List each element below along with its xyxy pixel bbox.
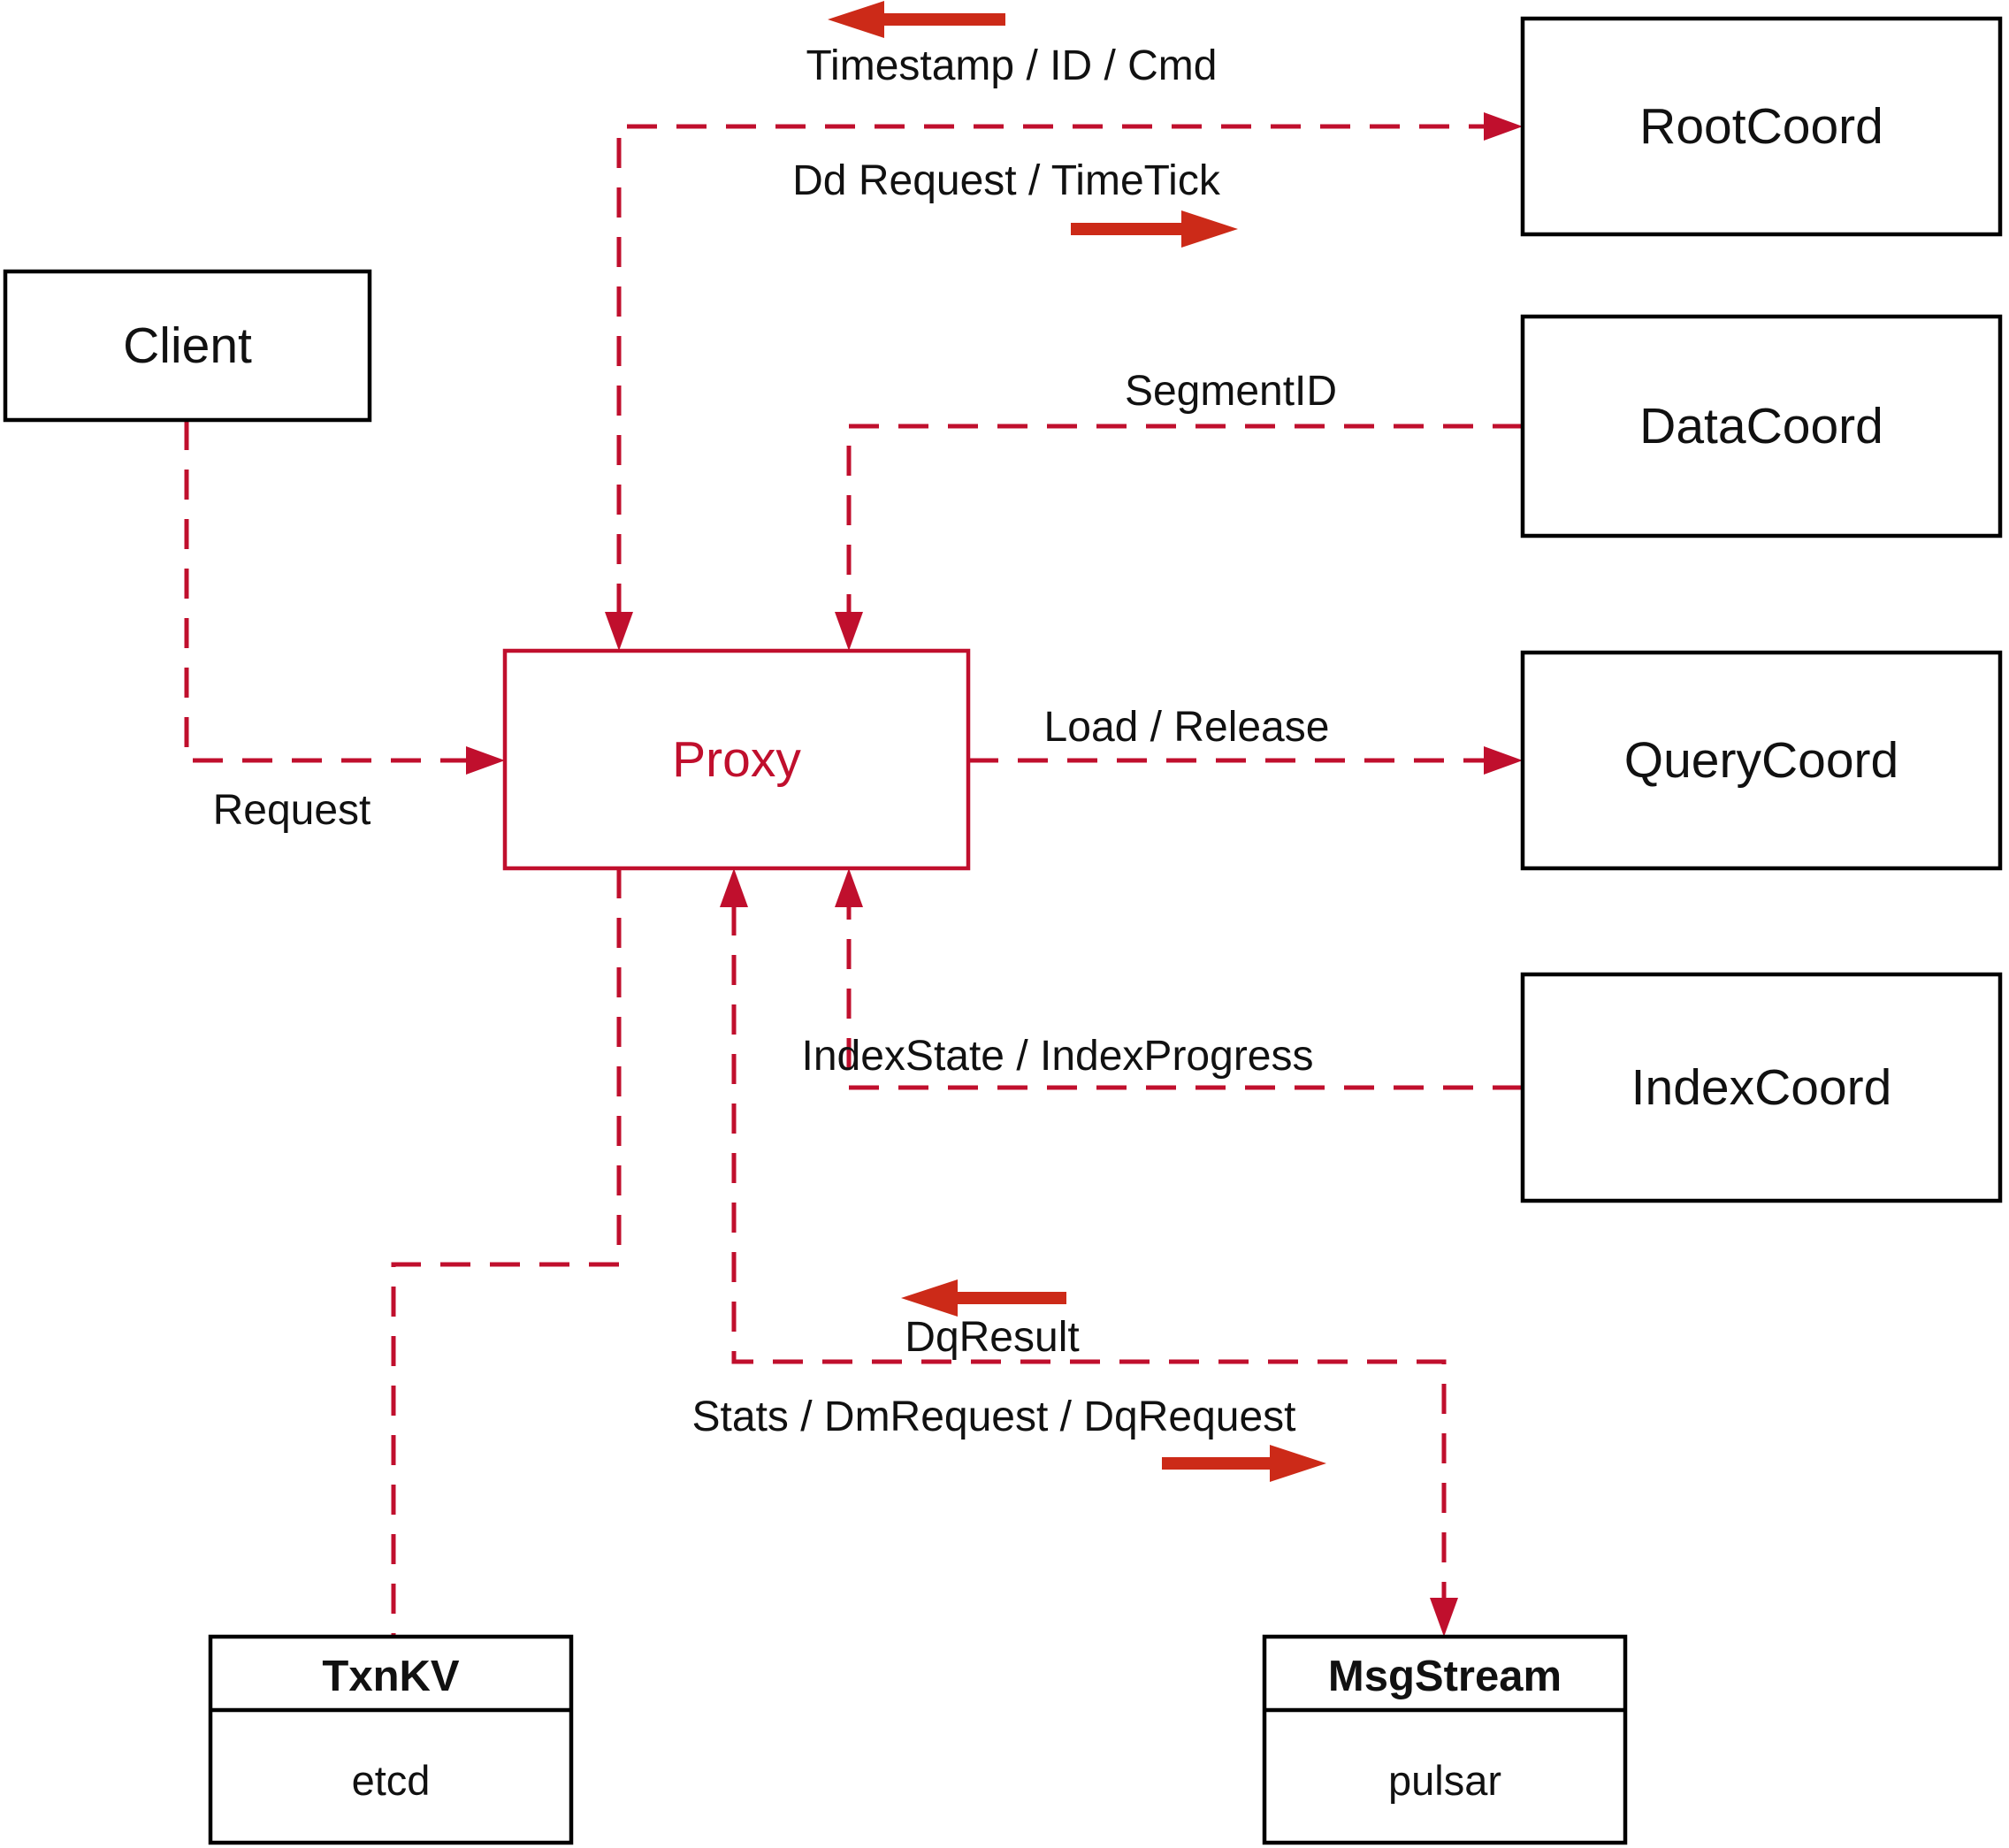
arrowhead-into-msgstream-icon	[1430, 1598, 1458, 1637]
arrowhead-into-proxy-top-left-icon	[605, 612, 633, 651]
arrowhead-into-querycoord-icon	[1484, 746, 1523, 775]
proxy-box	[502, 648, 971, 871]
request-label: Request	[213, 787, 371, 834]
dq-result-direction-left-arrow-icon	[901, 1279, 1066, 1317]
client-label: Client	[123, 317, 252, 374]
edge-proxy-msgstream	[731, 905, 1447, 1598]
client-box	[3, 269, 372, 423]
stats-direction-right-arrow-icon	[1162, 1445, 1326, 1482]
dd-request-timetick-label: Dd Request / TimeTick	[792, 157, 1221, 204]
rootcoord-box	[1520, 16, 2003, 237]
edge-client-proxy	[184, 420, 468, 763]
indexstate-indexprogress-label: IndexState / IndexProgress	[802, 1033, 1314, 1080]
indexcoord-box	[1520, 972, 2003, 1203]
stats-dmrequest-dqrequest-label: Stats / DmRequest / DqRequest	[692, 1394, 1296, 1440]
msgstream-impl-label: pulsar	[1388, 1757, 1501, 1804]
arrowhead-into-rootcoord-icon	[1484, 112, 1523, 141]
msgstream-box	[1262, 1634, 1628, 1845]
rootcoord-label: RootCoord	[1639, 98, 1883, 155]
txnkv-title: TxnKV	[322, 1653, 460, 1700]
edge-indexcoord-proxy	[846, 905, 1523, 1090]
edge-proxy-txnkv	[391, 868, 622, 1635]
txnkv-box	[208, 1634, 574, 1845]
segmentid-label: SegmentID	[1125, 368, 1337, 415]
edge-proxy-rootcoord	[616, 124, 1486, 614]
edge-datacoord-proxy	[846, 424, 1523, 614]
arrowhead-into-proxy-bottom-right-icon	[835, 868, 863, 907]
datacoord-box	[1520, 314, 2003, 538]
msgstream-title: MsgStream	[1328, 1653, 1562, 1700]
timestamp-direction-left-arrow-icon	[828, 1, 1005, 38]
arrowhead-into-proxy-top-right-icon	[835, 612, 863, 651]
txnkv-impl-label: etcd	[352, 1757, 431, 1804]
indexcoord-label: IndexCoord	[1631, 1059, 1892, 1116]
dqresult-label: DqResult	[905, 1314, 1079, 1361]
load-release-label: Load / Release	[1044, 704, 1330, 751]
arrowhead-into-proxy-left-icon	[466, 746, 505, 775]
datacoord-label: DataCoord	[1639, 398, 1883, 454]
proxy-label: Proxy	[672, 731, 801, 788]
timestamp-id-cmd-label: Timestamp / ID / Cmd	[806, 42, 1218, 89]
dd-request-direction-right-arrow-icon	[1071, 210, 1238, 248]
arrowhead-into-proxy-bottom-mid-icon	[720, 868, 748, 907]
querycoord-label: QueryCoord	[1624, 732, 1898, 789]
querycoord-box	[1520, 650, 2003, 871]
